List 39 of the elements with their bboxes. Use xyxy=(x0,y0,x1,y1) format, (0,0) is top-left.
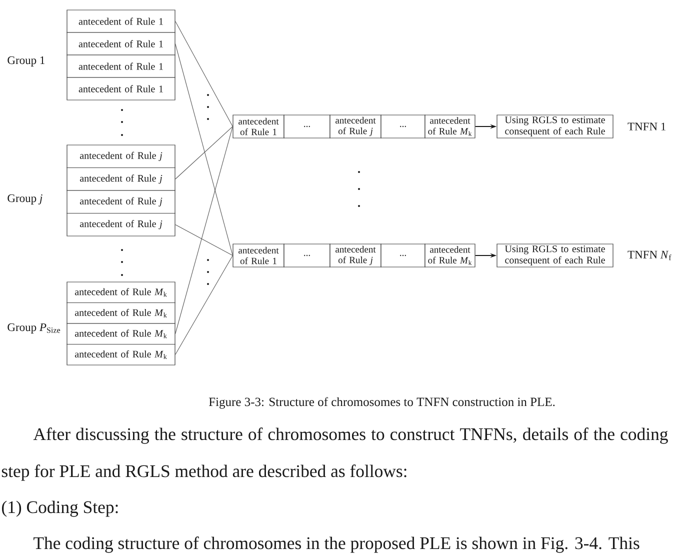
group-label: Group j xyxy=(8,194,42,204)
antecedent-box: antecedent of Rule 1 xyxy=(66,10,176,33)
body-text: The coding structure of chromosomes in the proposed PLE is shown in Fig. 3-4. This xyxy=(34,536,640,553)
ellipsis-cell: ... xyxy=(284,244,330,268)
body-text: After discussing the structure of chromosomes to construct TNFNs, details of the coding step for PLE and RGLS method are described as follows: xyxy=(2,428,668,481)
process-box: Using RGLS to estimate consequent of each Rule xyxy=(496,114,614,138)
antecedent-box: antecedent of Rule j xyxy=(66,190,176,214)
figure-caption: Figure 3-3: Structure of chromosomes to TNFN construction in PLE. xyxy=(208,397,555,409)
antecedent-cell: antecedent of Rule 1 xyxy=(232,244,284,268)
group-label: Group 1 xyxy=(8,56,44,66)
antecedent-cell: antecedent of Rule j xyxy=(330,114,382,138)
antecedent-box: antecedent of Rule j xyxy=(66,144,176,168)
antecedent-box: antecedent of Rule M$_{k}$ xyxy=(66,344,176,366)
antecedent-box: antecedent of Rule 1 xyxy=(66,54,176,78)
antecedent-cell: antecedent of Rule M$_{k}$ xyxy=(424,244,476,268)
group-label: Group P$_{Size}$ xyxy=(8,323,60,334)
antecedent-cell: antecedent of Rule 1 xyxy=(232,114,284,138)
connector-line xyxy=(175,224,233,256)
connector-line xyxy=(175,20,233,127)
antecedent-box: antecedent of Rule 1 xyxy=(66,32,176,56)
network-label: TNFN N$_{f}$ xyxy=(628,250,672,260)
antecedent-cell: antecedent of Rule j xyxy=(330,244,382,268)
antecedent-box: antecedent of Rule M$_{k}$ xyxy=(66,323,176,345)
ellipsis-cell: ... xyxy=(380,114,426,138)
ellipsis-cell: ... xyxy=(284,114,330,138)
process-box: Using RGLS to estimate consequent of each Rule xyxy=(496,244,614,268)
antecedent-cell: antecedent of Rule M$_{k}$ xyxy=(424,114,476,138)
antecedent-box: antecedent of Rule j xyxy=(66,212,176,236)
antecedent-box: antecedent of Rule M$_{k}$ xyxy=(66,282,176,304)
connector-line xyxy=(175,255,233,355)
network-label: TNFN 1 xyxy=(628,122,666,130)
antecedent-box: antecedent of Rule M$_{k}$ xyxy=(66,302,176,324)
ellipsis-cell: ... xyxy=(380,244,426,268)
antecedent-box: antecedent of Rule 1 xyxy=(66,77,176,100)
connector-line xyxy=(175,126,233,334)
step-heading: (1) Coding Step: xyxy=(2,500,118,517)
connector-line xyxy=(175,126,233,180)
antecedent-box: antecedent of Rule j xyxy=(66,167,176,191)
connector-line xyxy=(175,43,233,256)
